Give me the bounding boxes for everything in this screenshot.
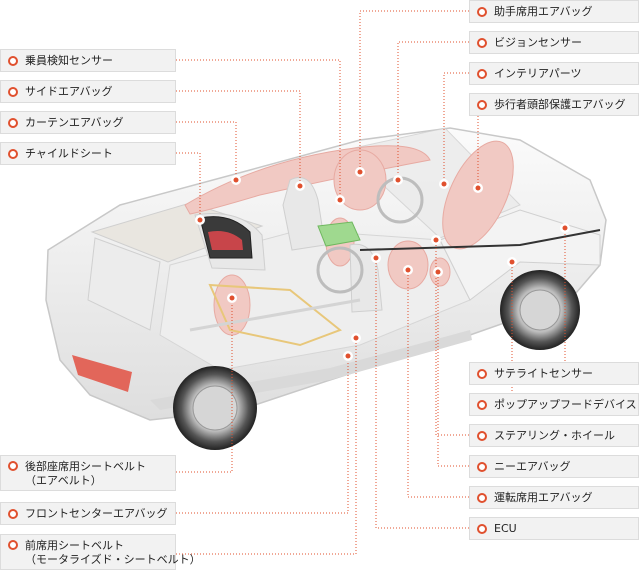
bullet-icon: [8, 117, 18, 128]
label-rear-seatbelt: 後部座席用シートベルト （エアベルト）: [0, 455, 176, 491]
label-child-seat: チャイルドシート: [0, 142, 176, 165]
bullet-icon: [477, 99, 487, 110]
label-satellite-sensor: サテライトセンサー: [469, 362, 639, 385]
label-side-airbag: サイドエアバッグ: [0, 80, 176, 103]
label-pop-up-hood: ポップアップフードデバイス: [469, 393, 639, 416]
occupant-sensor-mat: [317, 221, 361, 247]
bullet-icon: [477, 6, 487, 17]
label-passenger-airbag: 助手席用エアバッグ: [469, 0, 639, 23]
bullet-icon: [477, 399, 487, 410]
bullet-icon: [477, 492, 487, 503]
bullet-icon: [477, 37, 487, 48]
bullet-icon: [8, 508, 18, 519]
rear-wheel: [173, 366, 257, 450]
bullet-icon: [477, 523, 487, 534]
front-wheel: [500, 270, 580, 350]
bullet-icon: [477, 430, 487, 441]
bullet-icon: [477, 461, 487, 472]
wiring-harness: [359, 229, 601, 251]
label-pedestrian-airbag: 歩行者頭部保護エアバッグ: [469, 93, 639, 116]
callout-markers: [195, 167, 570, 361]
bullet-icon: [8, 461, 18, 471]
label-occupant-sensor: 乗員検知センサー: [0, 49, 176, 72]
bullet-icon: [8, 540, 18, 550]
label-ecu: ECU: [469, 517, 639, 540]
label-interior-parts: インテリアパーツ: [469, 62, 639, 85]
bullet-icon: [477, 68, 487, 79]
label-front-seatbelt: 前席用シートベルト （モータライズド・シートベルト）: [0, 534, 201, 570]
label-front-center-airbag: フロントセンターエアバッグ: [0, 502, 176, 525]
bullet-icon: [477, 368, 487, 379]
label-steering-wheel: ステアリング・ホイール: [469, 424, 639, 447]
label-knee-airbag: ニーエアバッグ: [469, 455, 639, 478]
bullet-icon: [8, 148, 18, 159]
label-curtain-airbag: カーテンエアバッグ: [0, 111, 176, 134]
label-driver-airbag: 運転席用エアバッグ: [469, 486, 639, 509]
bullet-icon: [8, 55, 18, 66]
label-vision-sensor: ビジョンセンサー: [469, 31, 639, 54]
bullet-icon: [8, 86, 18, 97]
